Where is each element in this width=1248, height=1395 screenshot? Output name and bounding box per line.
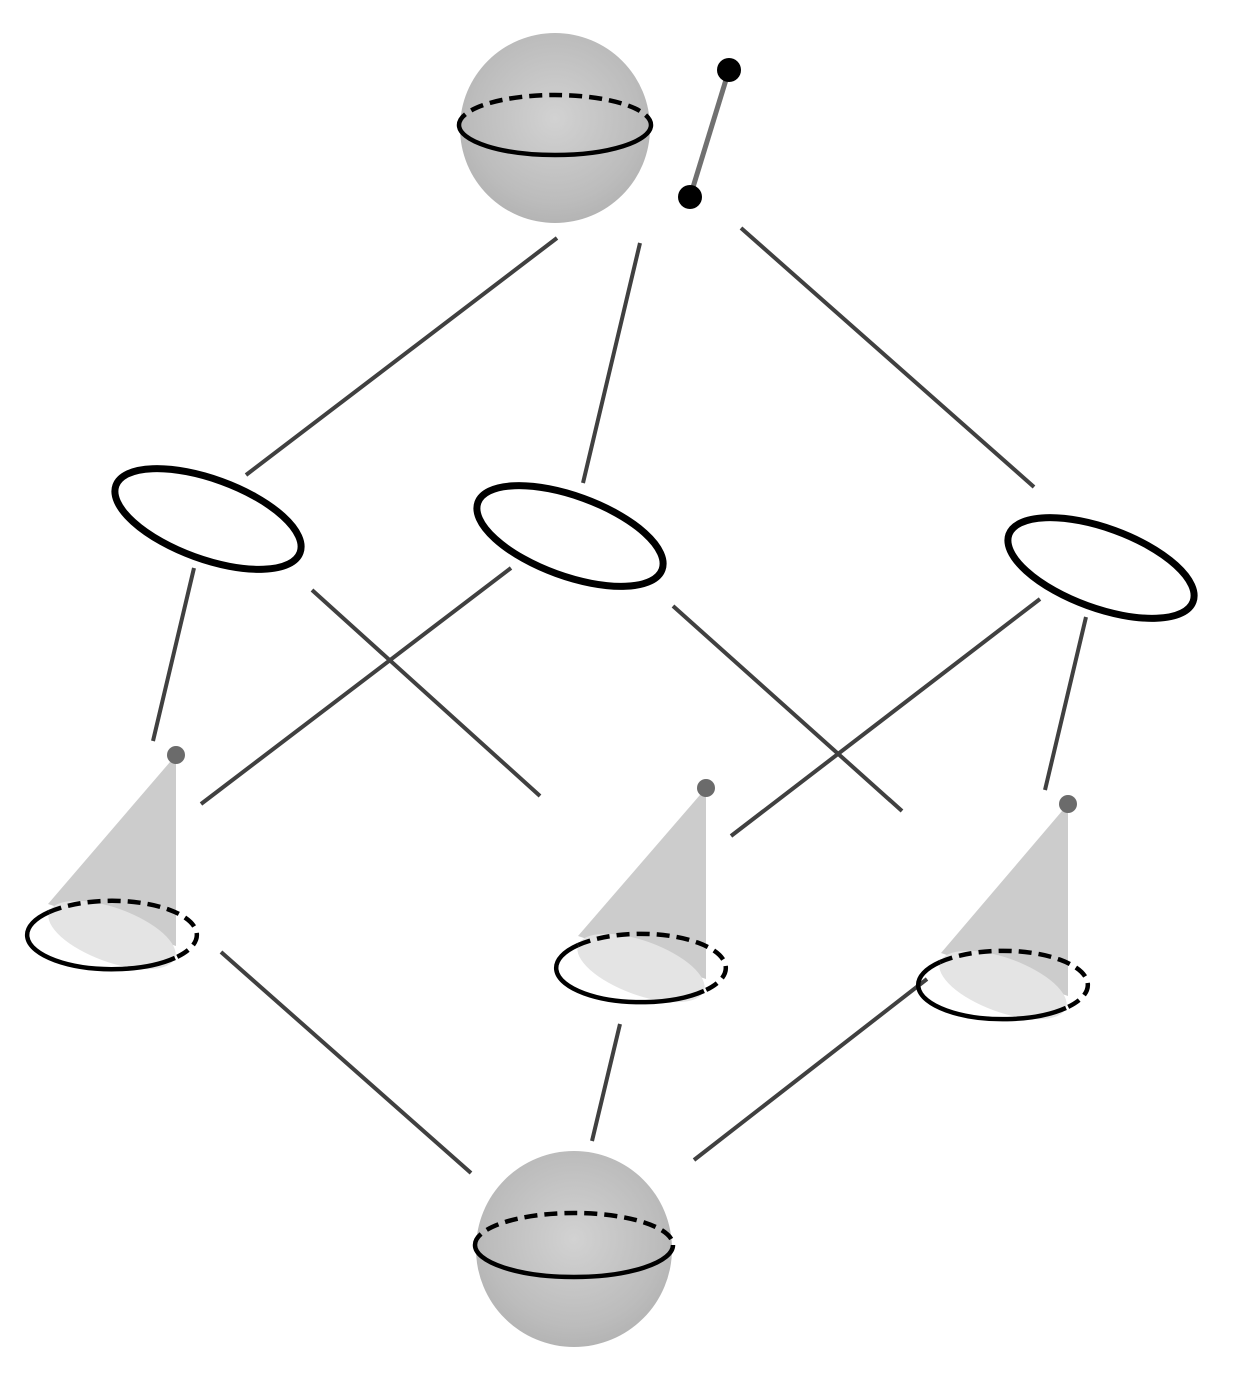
edge-cone-right-to-bottom [692,977,929,1162]
cone-left-base-front [24,910,176,972]
top-sphere-equator-back [456,92,654,126]
circles [111,465,1198,622]
cone-middle [553,779,729,1005]
circle-left [111,465,305,573]
top-sphere-equator-front [456,124,654,158]
segment [678,58,741,209]
edge-circle-right-to-cone-right [1043,616,1088,791]
cone-left-apex [167,746,185,764]
segment-endpoint-bottom [678,185,702,209]
cone-left-base [48,900,176,970]
edge-top-to-circle-right [739,226,1036,489]
edge-circle-left-to-cone-left [151,567,196,742]
top-sphere-body [460,33,650,223]
cone-middle-base-back [577,931,729,993]
edge-top-to-circle-left [244,236,559,477]
cone-left-surface [48,755,176,946]
cone-middle-surface [578,788,706,979]
cone-right-base-front [915,960,1067,1022]
bottom-node [472,1151,676,1347]
cone-left [24,746,200,972]
bottom-sphere-body [476,1151,672,1347]
cone-middle-base-front [553,943,705,1005]
edge-circle-left-to-cone-middle [310,588,542,798]
edge-top-to-circle-middle [581,242,642,484]
circle-right [1004,514,1198,622]
bottom-sphere-equator-back [472,1210,676,1246]
cone-middle-apex [697,779,715,797]
cone-right-base-back [939,948,1091,1010]
edges [151,226,1088,1175]
cones [24,746,1091,1022]
circle-middle [473,482,667,590]
cone-right-apex [1059,795,1077,813]
edge-circle-middle-to-cone-right [671,604,904,813]
cone-right-base [939,950,1067,1020]
edge-cone-middle-to-bottom [590,1023,622,1142]
cone-middle-base [577,933,705,1003]
cone-right [915,795,1091,1022]
top-sphere [456,33,654,223]
top-node [456,33,741,223]
cone-left-base-back [48,898,200,960]
edge-circle-right-to-cone-middle [729,597,1042,838]
segment-endpoint-top [717,58,741,82]
bottom-sphere-equator-front [472,1244,676,1280]
edge-cone-left-to-bottom [219,950,473,1175]
cone-right-surface [941,804,1068,996]
segment-line [687,69,732,198]
edge-circle-middle-to-cone-left [199,566,513,806]
